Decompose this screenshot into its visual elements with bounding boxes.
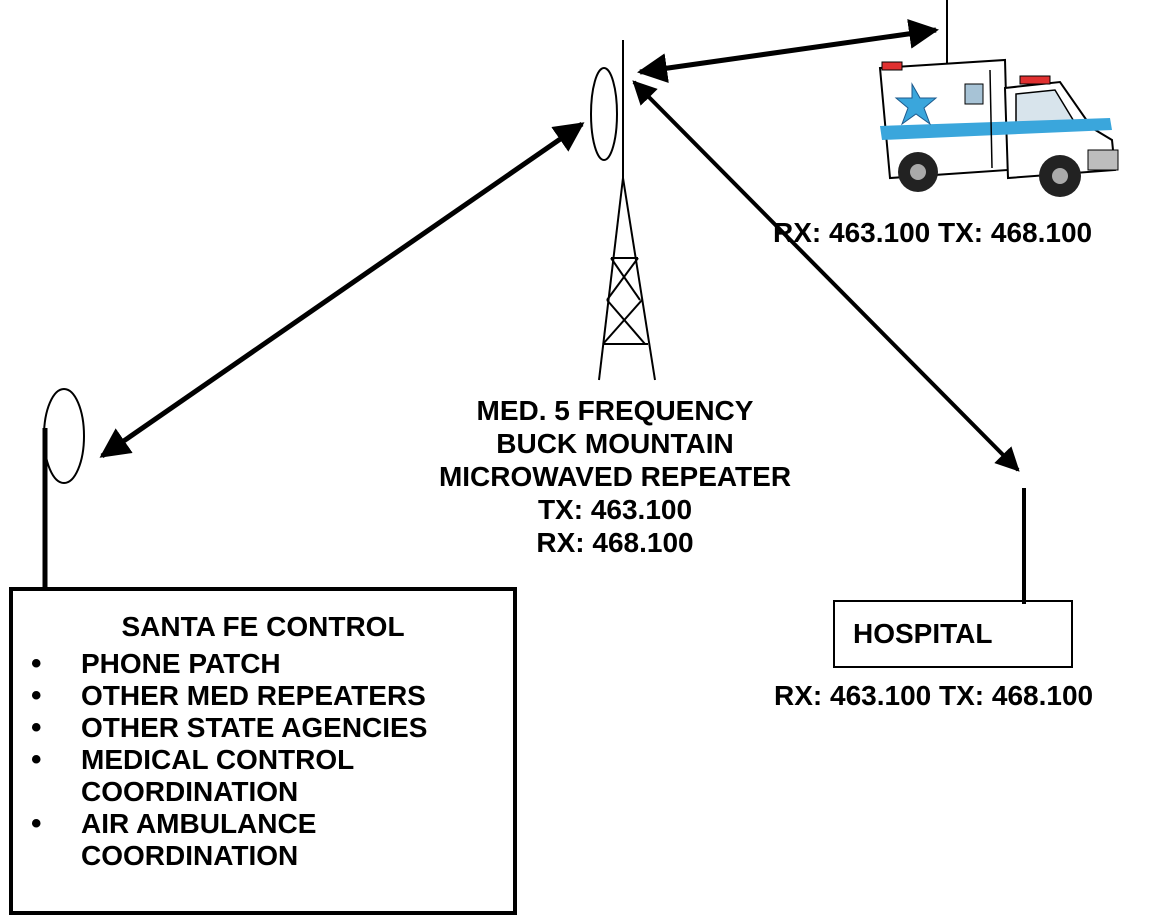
list-item: AIR AMBULANCE COORDINATION: [31, 808, 381, 872]
list-item: PHONE PATCH: [31, 648, 427, 680]
hospital-label: HOSPITAL: [853, 618, 993, 649]
arrow-repeater-ambulance: [637, 18, 939, 84]
repeater-antenna-icon: [590, 40, 624, 178]
santa-fe-control-box: SANTA FE CONTROL PHONE PATCH OTHER MED R…: [9, 587, 517, 915]
ambulance-icon: [878, 58, 1119, 197]
arrow-repeater-hospital: [632, 80, 1020, 472]
ambulance-frequency: RX: 463.100 TX: 468.100: [773, 217, 1093, 248]
repeater-line: TX: 463.100: [537, 494, 693, 525]
arrow-repeater-control: [99, 121, 585, 459]
hospital-box: HOSPITAL: [833, 600, 1073, 668]
tower-icon: [598, 177, 656, 381]
repeater-line: RX: 468.100: [536, 527, 694, 558]
list-item: OTHER STATE AGENCIES: [31, 712, 427, 744]
control-antenna-icon: [42, 388, 85, 588]
control-list: PHONE PATCH OTHER MED REPEATERS OTHER ST…: [31, 648, 427, 872]
list-item: MEDICAL CONTROL COORDINATION: [31, 744, 411, 808]
control-title: SANTA FE CONTROL: [121, 611, 405, 642]
repeater-line: MICROWAVED REPEATER: [438, 461, 792, 492]
repeater-label: MED. 5 FREQUENCY BUCK MOUNTAIN MICROWAVE…: [380, 394, 850, 566]
hospital-frequency: RX: 463.100 TX: 468.100: [774, 680, 1094, 711]
repeater-line: BUCK MOUNTAIN: [496, 428, 734, 459]
list-item: OTHER MED REPEATERS: [31, 680, 427, 712]
repeater-line: MED. 5 FREQUENCY: [476, 395, 754, 426]
